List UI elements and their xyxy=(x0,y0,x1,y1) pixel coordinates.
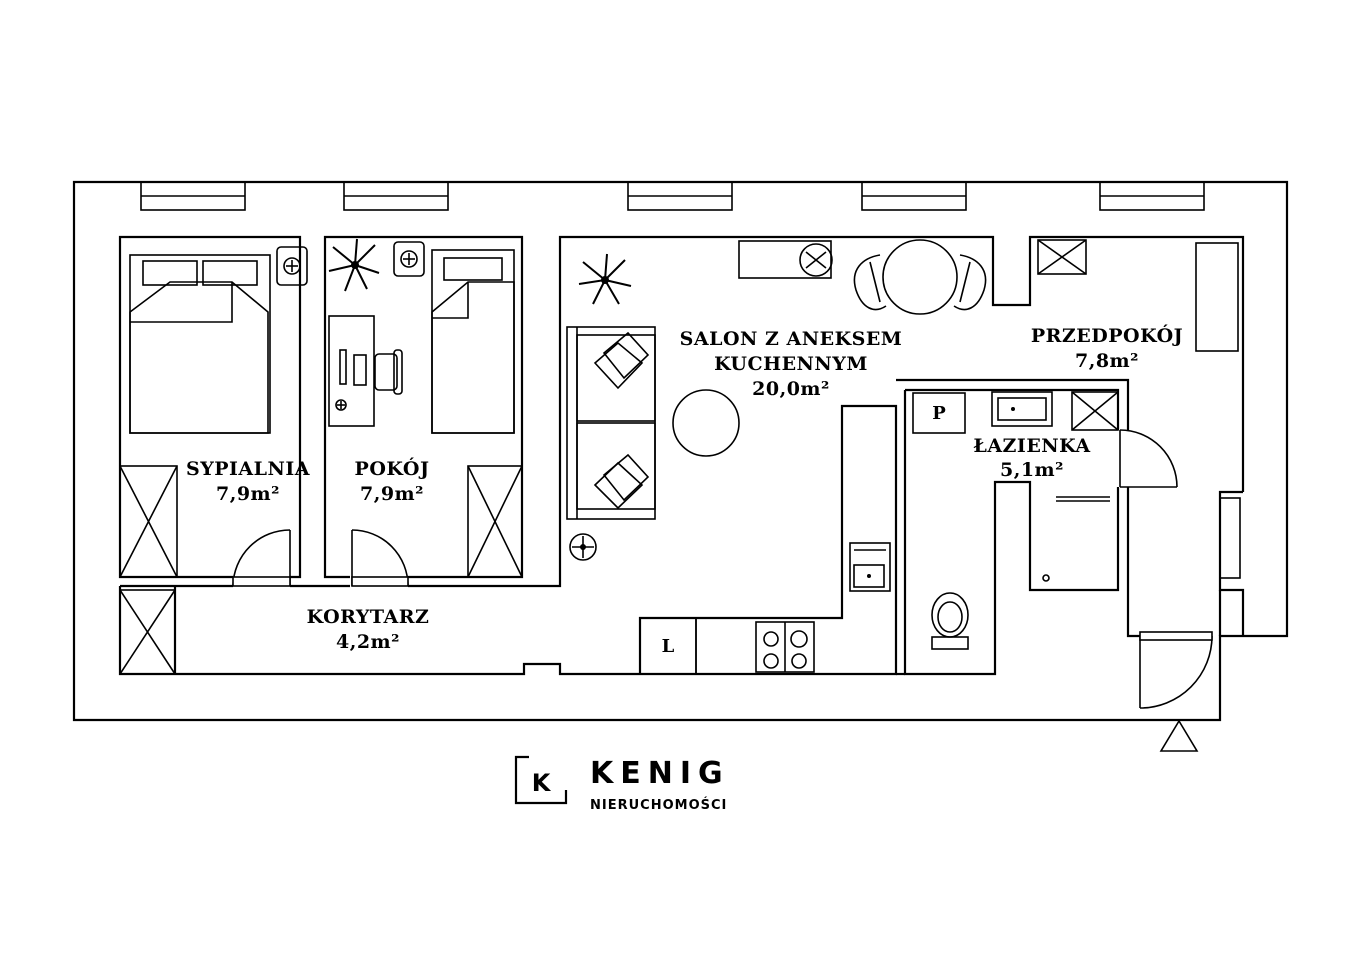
boiler-icon: P xyxy=(912,392,966,434)
logo-name: KENIG xyxy=(590,756,730,791)
room-name-pokoj: POKÓJ xyxy=(355,457,430,480)
logo-subtitle: NIERUCHOMOŚCI xyxy=(590,797,727,813)
stove-icon xyxy=(755,621,815,673)
kitchen-counter: L xyxy=(639,617,697,675)
company-logo: K KENIG NIERUCHOMOŚCI xyxy=(514,755,730,813)
room-area-lazienka: 5,1m² xyxy=(1000,459,1064,481)
toilet-icon xyxy=(931,592,969,650)
sink-icon xyxy=(276,241,1053,592)
dining-table-icon xyxy=(738,239,987,315)
shower-drain xyxy=(1042,574,1050,582)
bed-icon xyxy=(129,249,515,434)
fridge-label: L xyxy=(662,636,675,657)
entrance-arrow-icon xyxy=(1159,719,1199,752)
room-name-korytarz: KORYTARZ xyxy=(307,606,430,628)
desk-icon xyxy=(328,315,403,427)
logo-letter: K xyxy=(532,769,552,797)
room-area-korytarz: 4,2m² xyxy=(336,631,400,653)
room-area-sypialnia: 7,9m² xyxy=(216,483,280,505)
room-name-salon-line1: SALON Z ANEKSEM xyxy=(680,328,903,350)
lamp-icon xyxy=(569,533,597,561)
outer-walls xyxy=(72,180,1289,722)
room-area-pokoj: 7,9m² xyxy=(360,483,424,505)
plant-icon xyxy=(328,238,632,305)
room-name-sypialnia: SYPIALNIA xyxy=(186,458,310,480)
door-icon xyxy=(232,429,1213,709)
room-area-salon: 20,0m² xyxy=(752,378,830,400)
room-name-lazienka: ŁAZIENKA xyxy=(973,435,1090,457)
room-name-przedpokoj: PRZEDPOKÓJ xyxy=(1031,324,1183,347)
table-icon xyxy=(672,389,740,457)
wardrobe-icon xyxy=(119,239,1241,675)
room-name-salon-line2: KUCHENNYM xyxy=(714,353,868,375)
room-area-przedpokoj: 7,8m² xyxy=(1075,350,1139,372)
room-labels: SYPIALNIA 7,9m² POKÓJ 7,9m² SALON Z ANEK… xyxy=(186,324,1183,653)
sofa-icon xyxy=(566,326,656,520)
boiler-label: P xyxy=(932,403,946,424)
